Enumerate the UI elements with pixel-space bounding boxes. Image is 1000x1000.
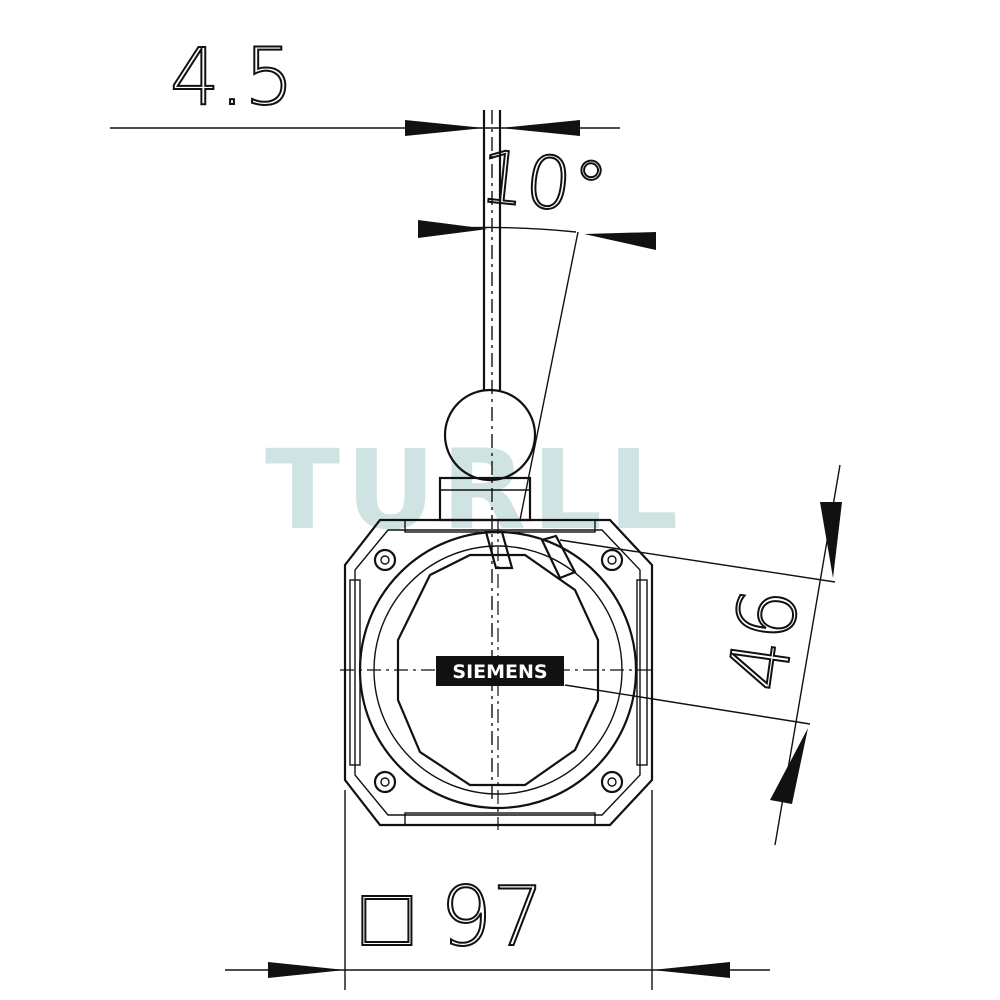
dimension-width: □ 97 (225, 790, 770, 990)
screw-bottom-right (600, 770, 624, 794)
screw-bottom-left (373, 770, 397, 794)
screw-top-right (600, 548, 624, 572)
dimension-angle-label: 10° (476, 134, 612, 231)
dimension-side: 46 (559, 464, 842, 846)
dimension-offset: 4.5 (110, 32, 620, 136)
dimension-width-symbol: □ (362, 870, 412, 965)
dimension-offset-label: 4.5 (170, 33, 294, 123)
dimension-width-label: 97 (440, 870, 544, 965)
actuator-rod (443, 110, 537, 800)
screw-top-left (373, 548, 397, 572)
dimension-side-label: 46 (711, 583, 817, 697)
brand-logo: SIEMENS (436, 656, 564, 686)
dimension-angle: 10° (418, 133, 656, 521)
brand-logo-text: SIEMENS (452, 661, 547, 683)
switch-housing (340, 518, 655, 830)
